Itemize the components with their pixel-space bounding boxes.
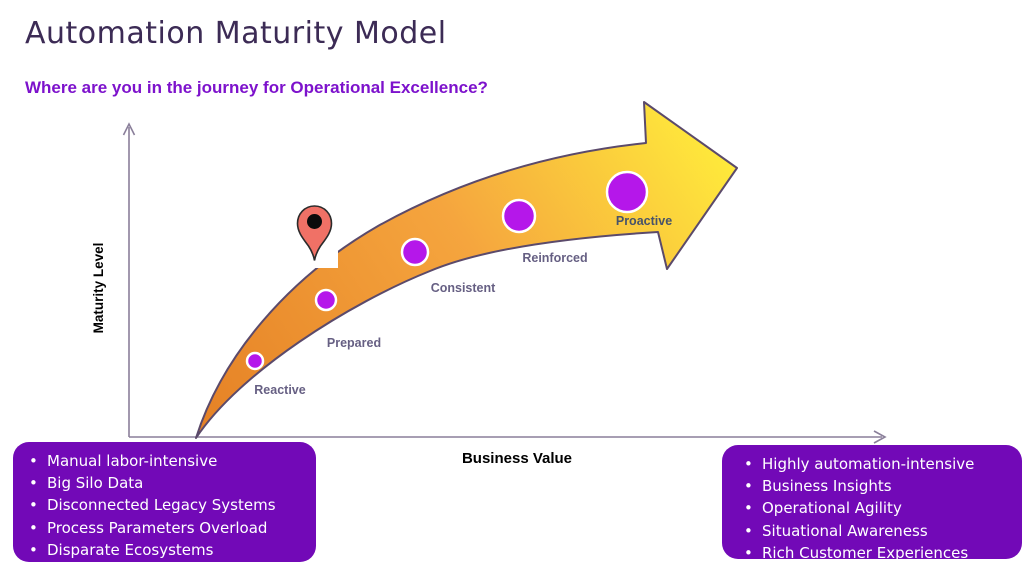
page-title: Automation Maturity Model [25, 16, 447, 51]
list-item-text: Big Silo Data [47, 474, 144, 493]
list-item-text: Rich Customer Experiences [762, 543, 969, 562]
list-item: • Operational Agility [744, 497, 1014, 519]
map-pin-icon [296, 205, 333, 261]
high-maturity-list: • Highly automation-intensive • Business In… [722, 445, 1022, 572]
list-item: • Highly automation-intensive [744, 453, 1014, 475]
list-item-text: Operational Agility [762, 499, 902, 518]
list-item: • Big Silo Data [29, 472, 308, 494]
list-item: • Process Parameters Overload [29, 517, 308, 539]
maturity-stages: Reactive Prepared Consistent Reinforced Proa… [245, 170, 672, 397]
y-axis [122, 122, 136, 437]
map-pin-marker [291, 200, 338, 268]
stage-dot-reactive [245, 351, 265, 371]
page-subtitle: Where are you in the journey for Operati… [25, 78, 488, 97]
high-maturity-callout: • Highly automation-intensive • Business In… [722, 445, 1022, 562]
stage-dot-prepared [314, 288, 338, 312]
stage-label-consistent: Consistent [431, 281, 496, 295]
list-item-text: Disconnected Legacy Systems [47, 496, 276, 515]
list-item-text: Manual labor-intensive [47, 452, 218, 470]
low-maturity-list: • Manual labor-intensive • Big Silo Data • Di… [13, 442, 316, 569]
list-item: • Rich Customer Experiences [744, 542, 1014, 564]
list-item-text: Process Parameters Overload [47, 518, 268, 537]
bullet-dot: • [29, 474, 38, 493]
stage-label-proactive: Proactive [616, 214, 672, 228]
bullet-dot: • [744, 543, 753, 562]
list-item: • Manual labor-intensive [29, 450, 308, 472]
list-item: • Disparate Ecosystems [29, 539, 308, 561]
list-item: • Situational Awareness [744, 520, 1014, 542]
list-item: • Disconnected Legacy Systems [29, 494, 308, 516]
low-maturity-callout: • Manual labor-intensive • Big Silo Data • Di… [13, 442, 316, 562]
list-item: • Business Insights [744, 475, 1014, 497]
stage-dot-reinforced [501, 198, 537, 234]
bullet-dot: • [744, 499, 753, 518]
x-axis [129, 430, 887, 444]
stage-label-reinforced: Reinforced [522, 251, 587, 265]
stage-dot-proactive [605, 170, 649, 214]
map-pin-hole [307, 214, 322, 229]
bullet-dot: • [29, 496, 38, 515]
stage-label-prepared: Prepared [327, 336, 381, 350]
stage-dot-consistent [400, 237, 430, 267]
bullet-dot: • [29, 540, 38, 559]
bullet-dot: • [744, 455, 753, 473]
bullet-dot: • [29, 452, 38, 470]
y-axis-label: Maturity Level [91, 243, 106, 334]
maturity-arrow [195, 101, 738, 439]
bullet-dot: • [744, 521, 753, 540]
list-item-text: Disparate Ecosystems [47, 540, 214, 559]
bullet-dot: • [744, 477, 753, 496]
list-item-text: Highly automation-intensive [762, 455, 975, 473]
x-axis-label: Business Value [462, 450, 572, 467]
bullet-dot: • [29, 518, 38, 537]
list-item-text: Business Insights [762, 477, 892, 496]
stage-label-reactive: Reactive [254, 383, 305, 397]
list-item-text: Situational Awareness [762, 521, 928, 540]
